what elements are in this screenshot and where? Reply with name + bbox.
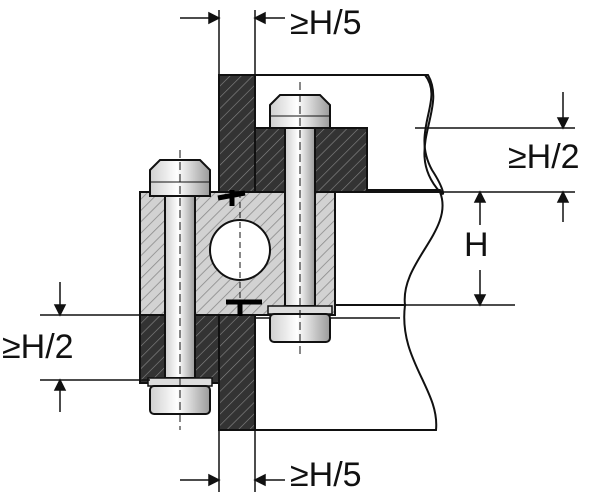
bottom-gap-label: ≥H/5 (290, 456, 362, 494)
flange-lower-section (218, 314, 256, 431)
right-height-label: H (464, 226, 489, 264)
right-upper-gap-label: ≥H/2 (508, 138, 580, 176)
hole (209, 219, 271, 281)
weld-mark-upper (217, 190, 246, 206)
left-bolt (147, 150, 213, 430)
flange-upper-section (218, 74, 256, 196)
left-lower-gap-label: ≥H/2 (2, 328, 74, 366)
weld-mark-lower (226, 299, 262, 316)
top-gap-label: ≥H/5 (290, 4, 362, 42)
dimension-lines (40, 10, 575, 492)
right-bolt (267, 82, 333, 358)
